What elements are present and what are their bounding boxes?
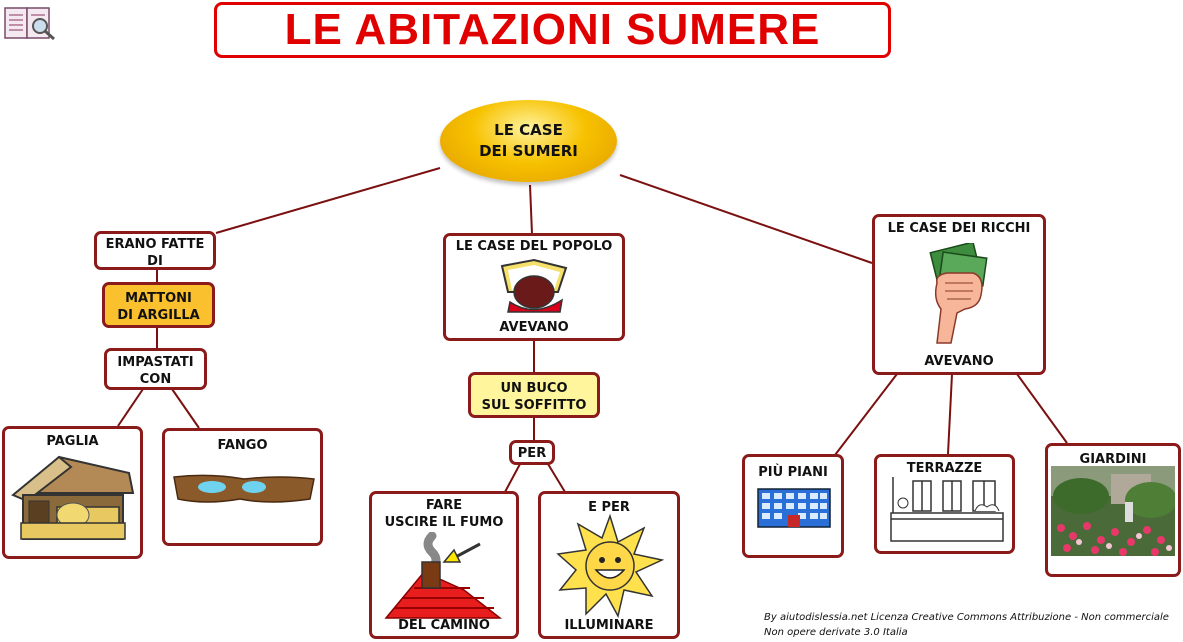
page-title: LE ABITAZIONI SUMERE <box>284 5 821 54</box>
straw-node: PAGLIA <box>2 426 143 559</box>
root-label: LE CASE DEI SUMERI <box>479 121 578 160</box>
common-houses-label: LE CASE DEL POPOLO <box>455 239 613 254</box>
line-left-4 <box>171 388 200 429</box>
for-node: PER <box>509 440 555 465</box>
rich-houses-label: LE CASE DEI RICCHI <box>887 221 1031 236</box>
root-node: LE CASE DEI SUMERI <box>440 100 617 182</box>
license-footer: By aiutodislessia.net Licenza Creative C… <box>764 612 1169 638</box>
roof-hole-node: UN BUCO SUL SOFFITTO <box>468 372 600 418</box>
sun-icon <box>556 514 664 618</box>
line-center-3 <box>504 463 521 493</box>
for-label: PER <box>517 446 547 461</box>
light-node: E PER ILLUMINARE <box>538 491 680 639</box>
rich-had-label: AVEVANO <box>924 354 994 369</box>
line-root-center <box>529 184 533 235</box>
smoke-node: FARE USCIRE IL FUMO DEL CAMINO <box>369 491 519 639</box>
line-root-right <box>619 174 873 264</box>
book-icon[interactable] <box>2 2 58 44</box>
title-box: LE ABITAZIONI SUMERE <box>214 2 891 58</box>
line-left-3 <box>117 388 144 427</box>
mud-node: FANGO <box>162 428 323 546</box>
roof-hole-label: UN BUCO SUL SOFFITTO <box>481 381 587 413</box>
mixed-with-label: IMPASTATI CON <box>117 355 194 387</box>
smoke-bottom-label: DEL CAMINO <box>398 618 490 633</box>
garden-photo <box>1051 466 1175 556</box>
light-label: E PER <box>588 500 630 515</box>
line-right-3 <box>1016 373 1068 444</box>
rich-houses-node: LE CASE DEI RICCHI AVEVANO <box>872 214 1046 375</box>
clay-bricks-label: MATTONI DI ARGILLA <box>117 291 200 323</box>
money-hand-icon <box>929 243 988 344</box>
floors-node: PIÙ PIANI <box>742 454 844 558</box>
terrace-icon <box>890 477 1004 542</box>
common-people-icon <box>500 258 568 313</box>
line-right-1 <box>834 373 898 456</box>
mud-puddle-icon <box>173 474 315 503</box>
straw-label: PAGLIA <box>46 434 99 449</box>
building-icon <box>757 488 831 528</box>
clay-bricks-node: MATTONI DI ARGILLA <box>102 282 215 328</box>
chimney-icon <box>384 532 502 619</box>
line-root-left <box>215 167 441 234</box>
gardens-label: GIARDINI <box>1079 452 1147 467</box>
common-had-label: AVEVANO <box>499 320 569 335</box>
mixed-with-node: IMPASTATI CON <box>104 348 207 390</box>
terraces-node: TERRAZZE <box>874 454 1015 554</box>
straw-hut-icon <box>11 455 135 540</box>
common-houses-node: LE CASE DEL POPOLO AVEVANO <box>443 233 625 341</box>
line-center-4 <box>547 463 566 493</box>
line-right-2 <box>947 373 953 455</box>
terraces-label: TERRAZZE <box>906 461 983 476</box>
made-of-node: ERANO FATTE DI <box>94 231 216 270</box>
made-of-label: ERANO FATTE DI <box>105 237 205 269</box>
smoke-label: FARE USCIRE IL FUMO <box>384 498 504 530</box>
mud-label: FANGO <box>217 438 268 453</box>
gardens-node: GIARDINI <box>1045 443 1181 577</box>
light-bottom-label: ILLUMINARE <box>564 618 654 633</box>
floors-label: PIÙ PIANI <box>758 465 828 480</box>
